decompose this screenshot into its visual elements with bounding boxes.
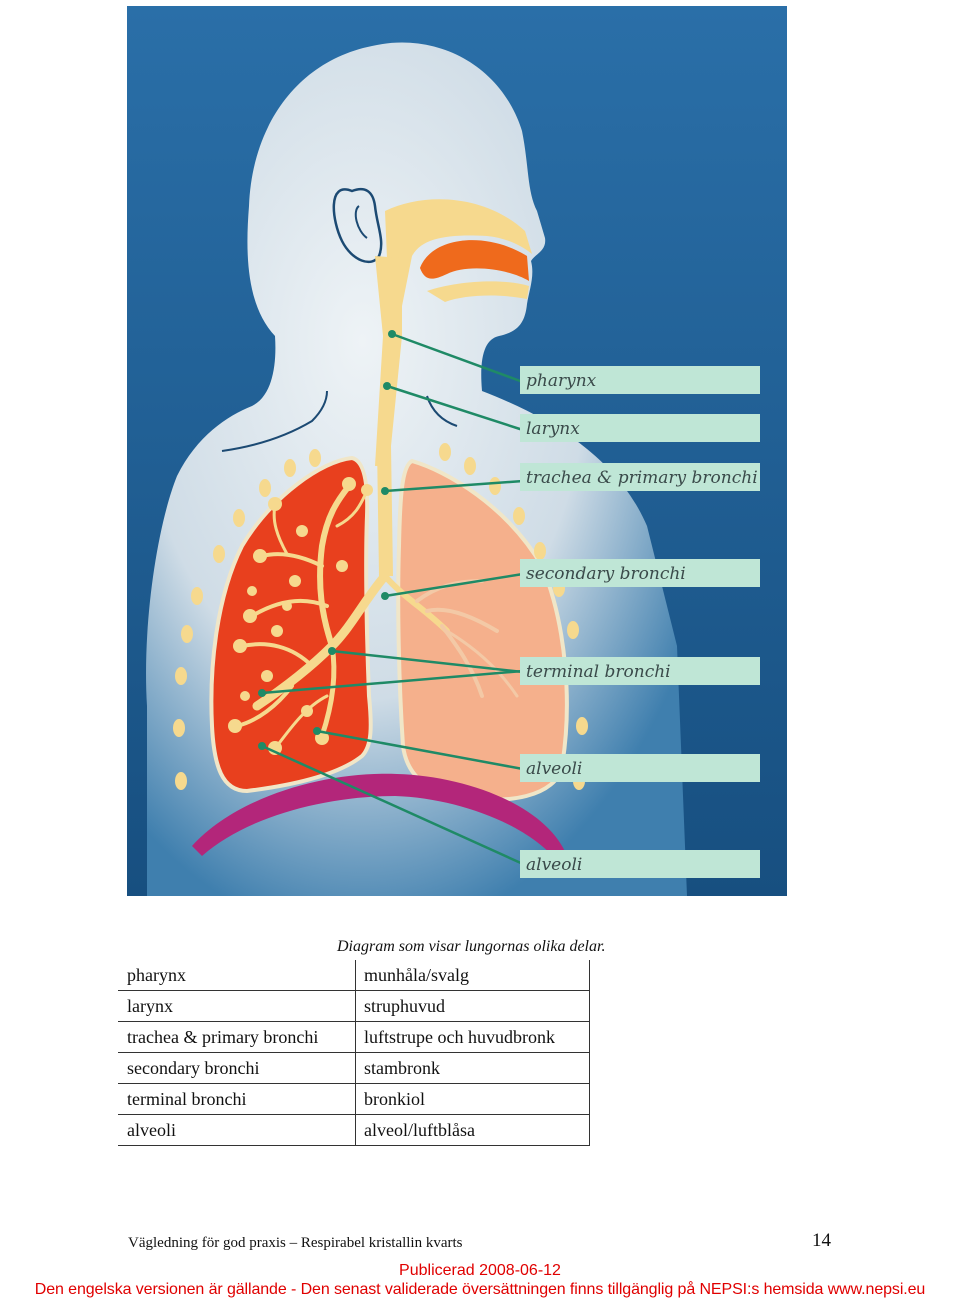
diaphragm [192, 773, 567, 861]
table-row: pharynx munhåla/svalg [118, 960, 590, 991]
pleura-dots [173, 443, 588, 790]
terms-table: pharynx munhåla/svalg larynx struphuvud … [118, 960, 590, 1146]
table-row: trachea & primary bronchi luftstrupe och… [118, 1021, 590, 1053]
mouth-tongue [427, 281, 529, 302]
label-box-alveoli-2 [520, 850, 760, 878]
term-sv: alveol/luftblåsa [355, 1114, 590, 1146]
label-trachea: trachea & primary bronchi [526, 468, 758, 488]
label-larynx: larynx [526, 419, 580, 439]
term-sv: luftstrupe och huvudbronk [355, 1021, 590, 1053]
table-row: alveoli alveol/luftblåsa [118, 1114, 590, 1146]
label-box-secondary [520, 559, 760, 587]
ear-outline [332, 187, 383, 264]
label-box-terminal [520, 657, 760, 685]
table-row: terminal bronchi bronkiol [118, 1083, 590, 1115]
term-en: secondary bronchi [118, 1052, 356, 1084]
term-sv: stambronk [355, 1052, 590, 1084]
label-pharynx: pharynx [526, 371, 597, 391]
figure-caption: Diagram som visar lungornas olika delar. [337, 938, 606, 955]
label-terminal-bronchi: terminal bronchi [526, 662, 671, 682]
page-number: 14 [812, 1230, 831, 1251]
term-sv: bronkiol [355, 1083, 590, 1115]
shoulder-line-left [221, 390, 328, 452]
table-row: larynx struphuvud [118, 990, 590, 1022]
airway-nasal-passage [385, 199, 532, 306]
label-box-trachea [520, 463, 760, 491]
footer-document-title: Vägledning för god praxis – Respirabel k… [128, 1235, 463, 1251]
term-en: terminal bronchi [118, 1083, 356, 1115]
respiratory-system-illustration: pharynx larynx trachea & primary bronchi… [127, 6, 787, 896]
leader-lines [261, 332, 524, 866]
ear-inner [354, 205, 368, 239]
leader-line-dots [258, 330, 396, 750]
alveoli-clusters [228, 477, 373, 755]
label-box-larynx [520, 414, 760, 442]
label-boxes [520, 366, 760, 878]
table-row: secondary bronchi stambronk [118, 1052, 590, 1084]
term-en: trachea & primary bronchi [118, 1021, 356, 1053]
term-en: larynx [118, 990, 356, 1022]
nasal-cavity [420, 240, 529, 281]
pharynx-larynx [375, 256, 402, 466]
label-box-pharynx [520, 366, 760, 394]
label-alveoli-2: alveoli [526, 855, 582, 875]
published-date: Publicerad 2008-06-12 [399, 1262, 561, 1279]
term-sv: struphuvud [355, 990, 590, 1022]
label-secondary-bronchi: secondary bronchi [526, 564, 686, 584]
label-alveoli-1: alveoli [526, 759, 582, 779]
term-en: alveoli [118, 1114, 356, 1146]
label-box-alveoli-1 [520, 754, 760, 782]
term-en: pharynx [118, 960, 356, 991]
trachea [377, 446, 393, 576]
term-sv: munhåla/svalg [355, 960, 590, 991]
translation-disclaimer: Den engelska versionen är gällande - Den… [34, 1281, 926, 1298]
